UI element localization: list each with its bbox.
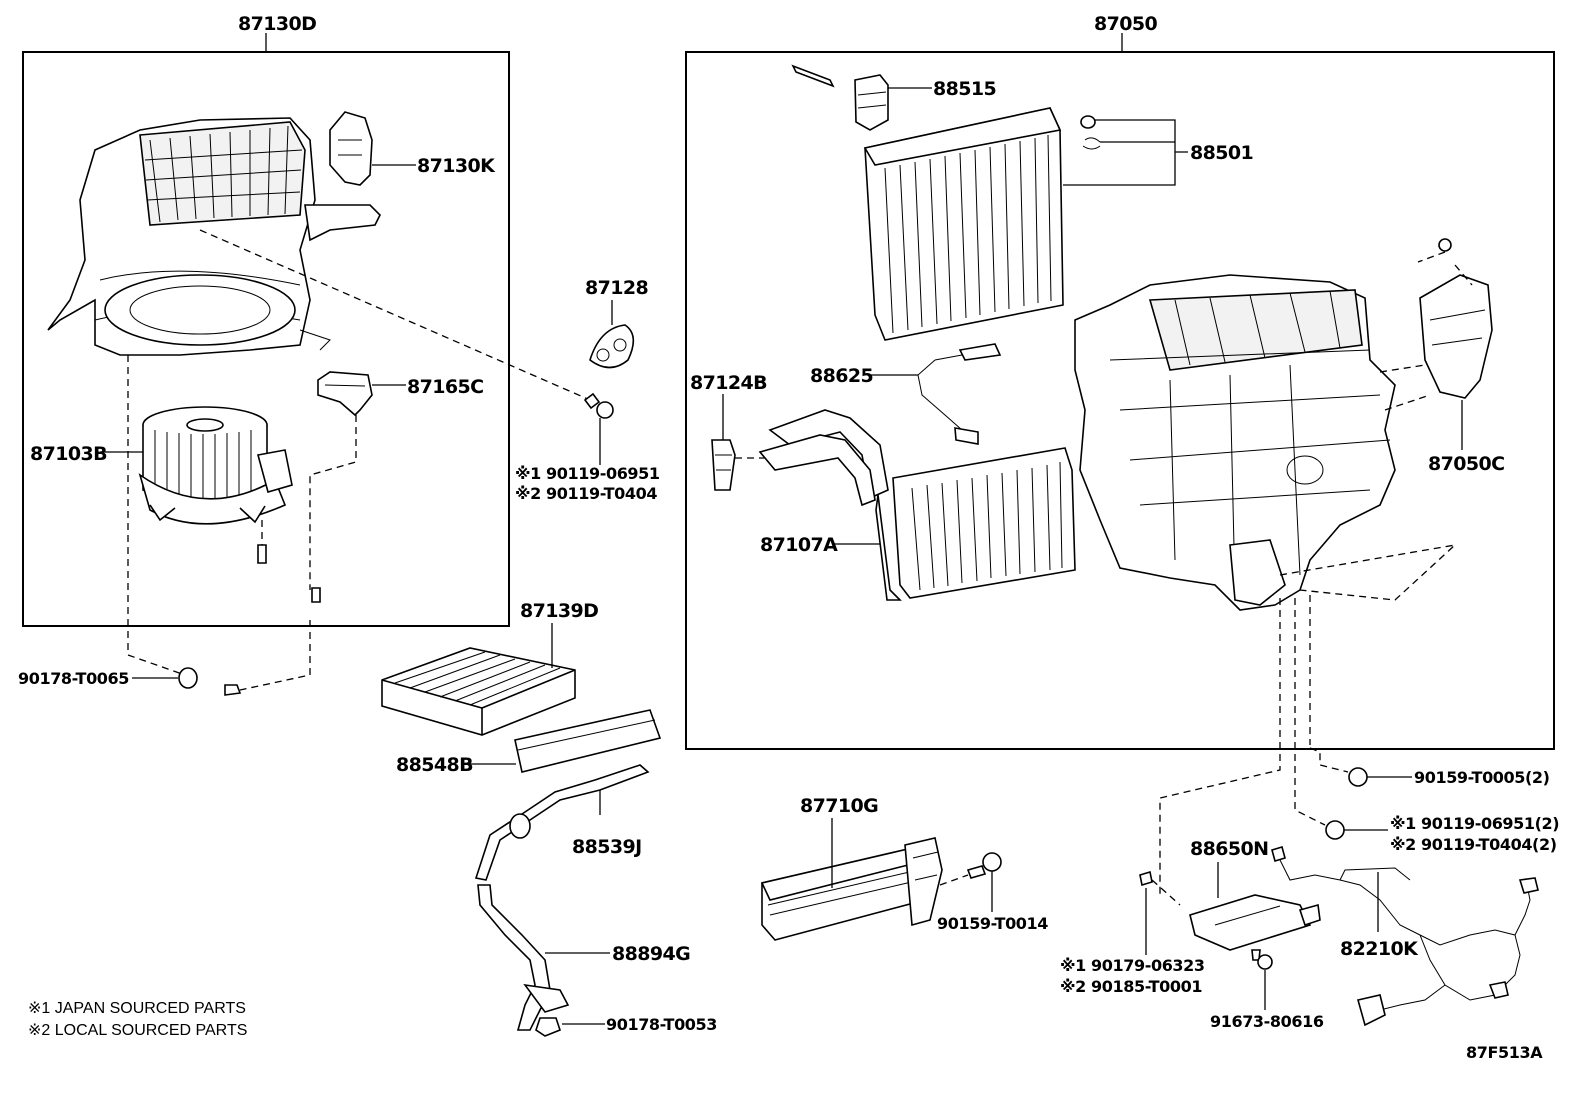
label-91673-80616[interactable]: 91673-80616: [1210, 1012, 1324, 1031]
grommet-87128-drawing: [589, 300, 635, 369]
label-88894G[interactable]: 88894G: [612, 943, 691, 965]
ptc-heater-87710G-drawing: [760, 818, 1002, 941]
legend-note-1: ※1 JAPAN SOURCED PARTS: [28, 1000, 246, 1017]
label-90178-T0065[interactable]: 90178-T0065: [18, 669, 130, 688]
legend-note-2: ※2 LOCAL SOURCED PARTS: [28, 1022, 247, 1039]
screw-90119-drawing: [583, 392, 614, 465]
nut-90159-T0005-drawing: [1348, 767, 1412, 787]
nut-90119-x2-drawing: [1325, 820, 1388, 840]
label-88515[interactable]: 88515: [933, 78, 997, 100]
label-90185-T0001[interactable]: ※2 90185-T0001: [1060, 977, 1203, 996]
label-90119-T0404-x2[interactable]: ※2 90119-T0404(2): [1390, 835, 1557, 854]
hose-88539J-drawing: [474, 764, 650, 881]
seal-88548B-drawing: [470, 709, 662, 773]
group-label-blower[interactable]: 87130D: [238, 13, 317, 35]
label-82210K[interactable]: 82210K: [1340, 938, 1420, 960]
hvac-case-drawing: [1074, 274, 1396, 611]
label-88650N[interactable]: 88650N: [1190, 838, 1269, 860]
label-90178-T0053[interactable]: 90178-T0053: [606, 1015, 717, 1034]
label-90179-06323[interactable]: ※1 90179-06323: [1060, 956, 1205, 975]
diagram-id: 87F513A: [1466, 1043, 1543, 1062]
ecu-88650N-drawing: [1139, 862, 1321, 1010]
label-87124B[interactable]: 87124B: [690, 372, 768, 394]
label-90159-T0014[interactable]: 90159-T0014: [937, 914, 1049, 933]
blower-motor-87103B-drawing: [100, 406, 293, 525]
group-label-unit[interactable]: 87050: [1094, 13, 1158, 35]
label-87130K[interactable]: 87130K: [417, 155, 497, 177]
unit-assembly-box: [685, 51, 1555, 750]
clip-90178-T0053-drawing: [535, 1017, 605, 1037]
label-90119-06951-x2[interactable]: ※1 90119-06951(2): [1390, 814, 1560, 833]
valve-88515-drawing: [791, 64, 932, 131]
label-88501[interactable]: 88501: [1190, 142, 1254, 164]
filter-87139D-drawing: [381, 623, 576, 736]
label-90119-06951[interactable]: ※1 90119-06951: [515, 464, 660, 483]
label-87710G[interactable]: 87710G: [800, 795, 879, 817]
label-90159-T0005[interactable]: 90159-T0005(2): [1414, 768, 1550, 787]
resistor-87165C-drawing: [317, 371, 406, 417]
blower-case-drawing: [47, 117, 381, 356]
drain-88894G-drawing: [477, 884, 610, 1031]
bracket-87124B-drawing: [711, 394, 770, 491]
heater-core-87107A-drawing: [758, 409, 1076, 601]
actuator-87050C-drawing: [1379, 238, 1493, 450]
evaporator-88501-drawing: [863, 107, 1188, 341]
thermistor-88625-drawing: [870, 343, 1002, 445]
label-88539J[interactable]: 88539J: [572, 836, 642, 858]
label-87050C[interactable]: 87050C: [1428, 453, 1505, 475]
harness-82210K-drawing: [1271, 845, 1539, 1027]
label-88625[interactable]: 88625: [810, 365, 874, 387]
label-90119-T0404[interactable]: ※2 90119-T0404: [515, 484, 658, 503]
label-87139D[interactable]: 87139D: [520, 600, 599, 622]
label-87165C[interactable]: 87165C: [407, 376, 484, 398]
label-88548B[interactable]: 88548B: [396, 754, 474, 776]
label-87103B[interactable]: 87103B: [30, 443, 108, 465]
label-87107A[interactable]: 87107A: [760, 534, 839, 556]
label-87128[interactable]: 87128: [585, 277, 649, 299]
actuator-87130K-drawing: [329, 111, 416, 186]
